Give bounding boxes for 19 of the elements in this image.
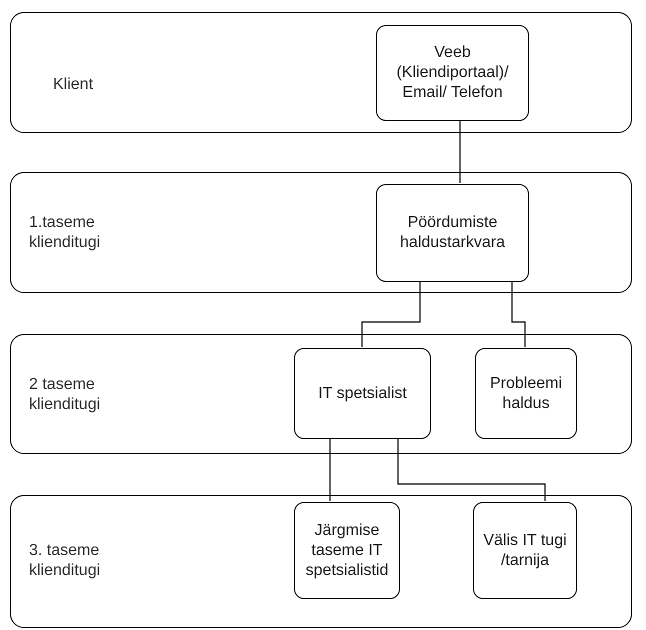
connector-line — [397, 438, 546, 501]
process-box: Probleemi haldus — [475, 348, 577, 439]
process-box: Välis IT tugi /tarnija — [473, 502, 577, 599]
connector-line — [511, 281, 526, 347]
swimlane — [10, 12, 632, 133]
process-box: IT spetsialist — [294, 348, 431, 439]
process-box: Pöördumiste haldustarkvara — [376, 184, 529, 282]
lane-label: 3. taseme klienditugi — [29, 541, 102, 581]
process-box: Veeb (Kliendiportaal)/ Email/ Telefon — [376, 25, 529, 121]
connector-line — [361, 281, 421, 347]
lane-label: 1.taseme klienditugi — [29, 213, 102, 253]
lane-label: Klient — [53, 75, 94, 95]
lane-label: 2 taseme klienditugi — [29, 375, 102, 415]
connector-line — [459, 120, 461, 183]
connector-line — [329, 438, 331, 501]
swimlane — [10, 495, 632, 628]
swimlane — [10, 172, 632, 293]
swimlane — [10, 334, 632, 454]
process-box: Järgmise taseme IT spetsialistid — [294, 502, 400, 599]
